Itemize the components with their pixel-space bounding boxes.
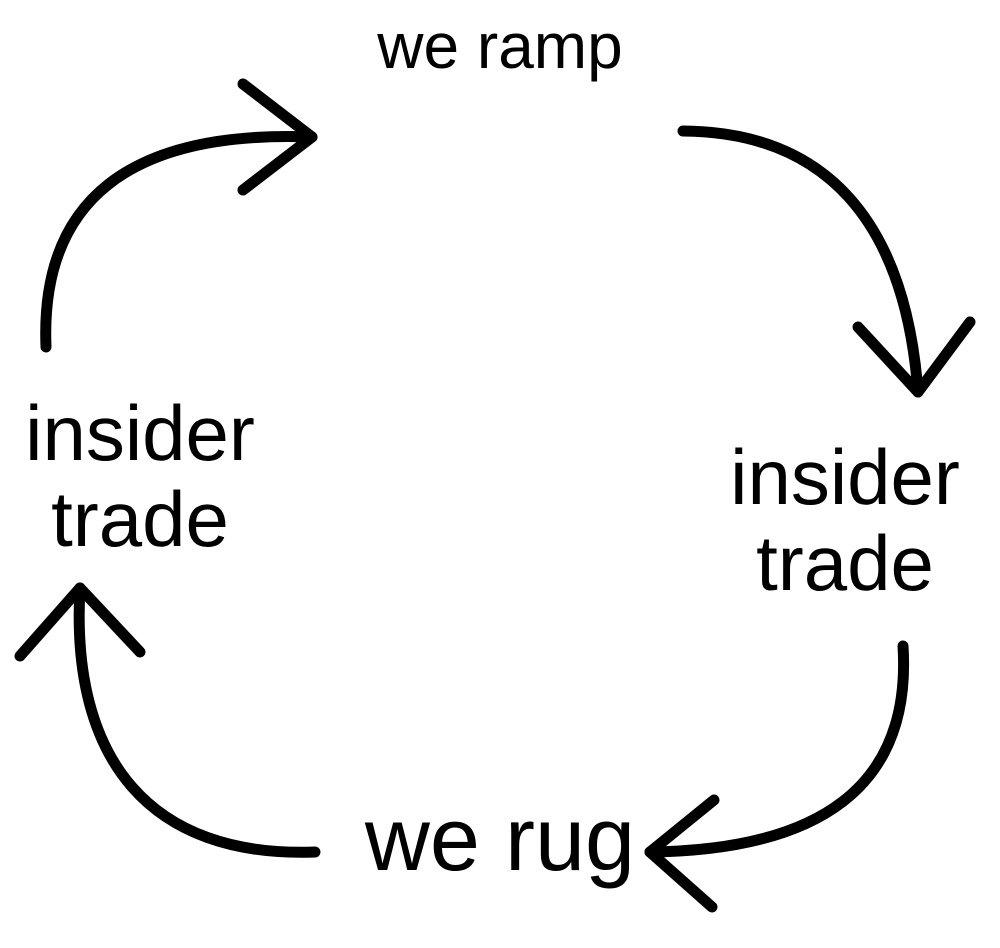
node-we-rug: we rug [300, 795, 700, 885]
arrow-right-to-bottom-icon [644, 640, 910, 913]
node-we-ramp-label: we ramp [377, 10, 623, 82]
node-we-rug-label: we rug [364, 790, 636, 890]
node-insider-trade-right-line2: trade [756, 519, 934, 607]
node-insider-trade-left-line2: trade [51, 475, 229, 563]
node-insider-trade-right: insider trade [700, 438, 990, 602]
arrow-left-to-top-icon [40, 78, 318, 353]
node-insider-trade-right-line1: insider [730, 433, 960, 521]
arrow-top-to-right-icon [677, 125, 976, 398]
arrow-bottom-to-left-icon [14, 582, 321, 858]
node-we-ramp: we ramp [300, 14, 700, 78]
node-insider-trade-left: insider trade [0, 394, 285, 558]
node-insider-trade-left-line1: insider [25, 389, 255, 477]
